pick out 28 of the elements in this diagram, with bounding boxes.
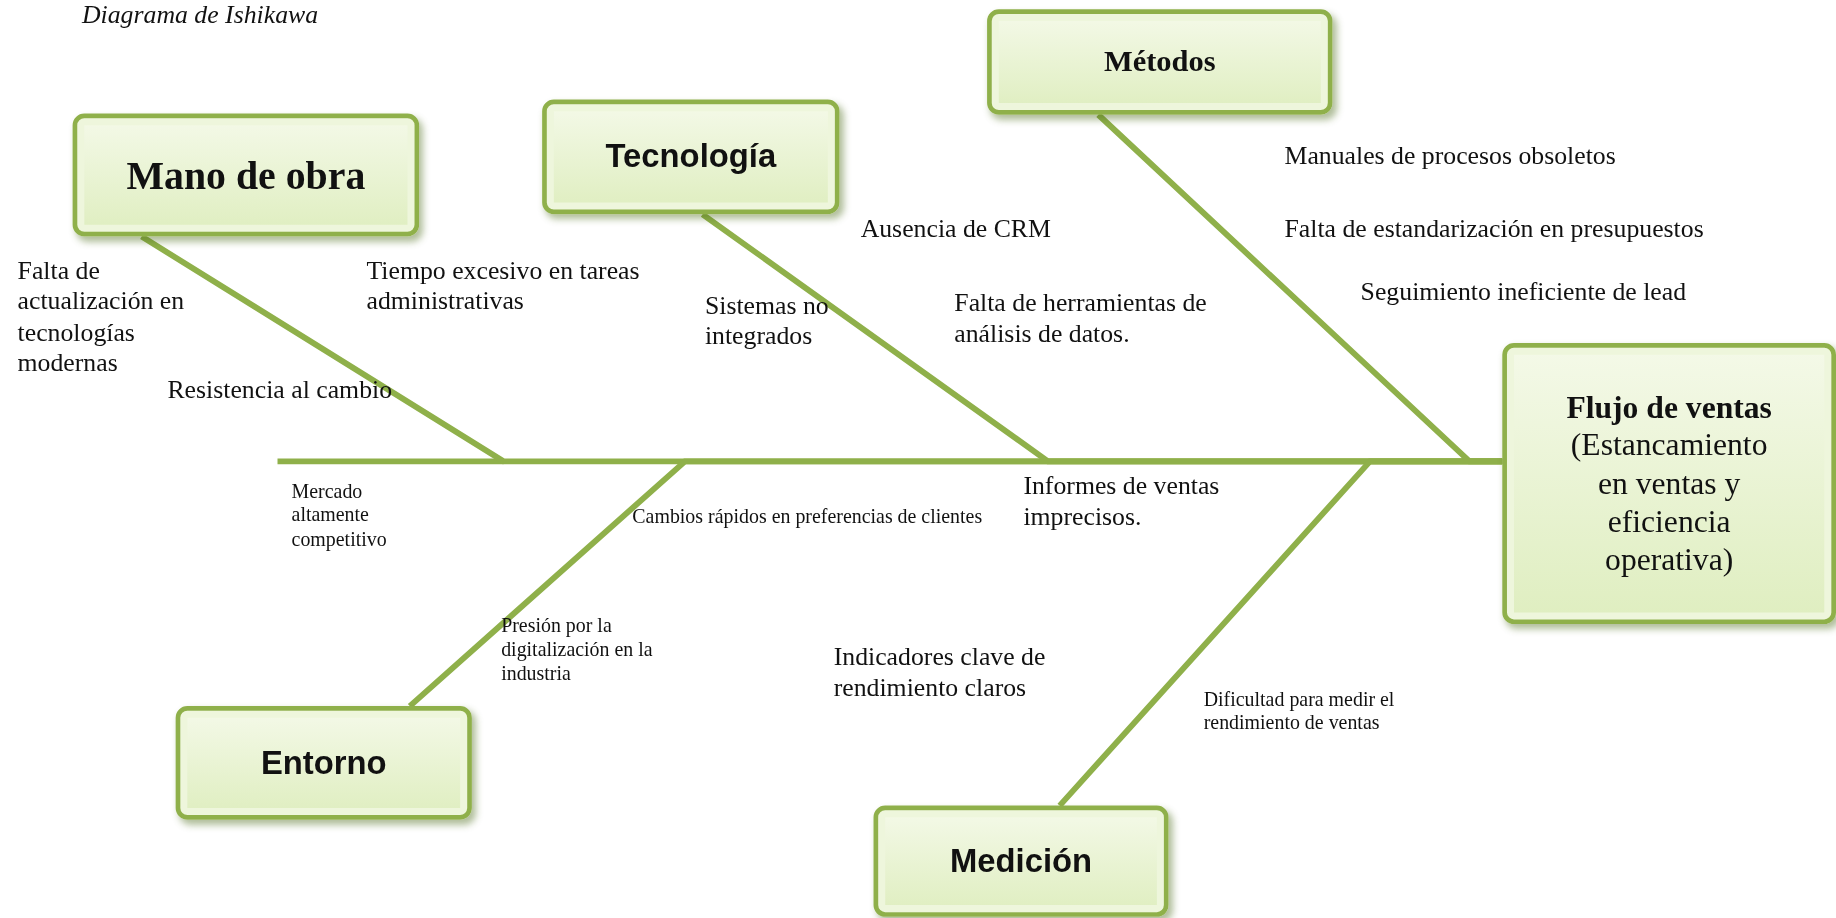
category-box bbox=[873, 805, 1169, 917]
effect-description: (Estancamiento en ventas y eficiencia operativa) bbox=[1569, 426, 1769, 579]
effect-title: Flujo de ventas bbox=[1566, 388, 1772, 427]
category-title: Mano de obra bbox=[126, 152, 366, 198]
cause-text: Ausencia de CRM bbox=[860, 213, 1051, 244]
cause-text: Falta de herramientas de análisis de datos. bbox=[954, 288, 1208, 350]
cause-text: Dificultad para medir el rendimiento de ventas bbox=[1203, 688, 1396, 737]
cause-text: Mercado altamente competitivo bbox=[291, 480, 388, 552]
cause-text: Seguimiento ineficiente de lead bbox=[1360, 276, 1687, 308]
category-title: Medición bbox=[950, 842, 1093, 880]
cause-text: Indicadores clave de rendimiento claros bbox=[833, 641, 1047, 704]
category-box bbox=[72, 113, 420, 237]
category-box bbox=[175, 706, 472, 820]
cause-text: Cambios rápidos en preferencias de clientes bbox=[632, 505, 983, 530]
category-title: Entorno bbox=[260, 744, 387, 782]
diagram-title: Diagrama de Ishikawa bbox=[81, 0, 319, 31]
cause-text: Tiempo excesivo en tareas administrativas bbox=[366, 255, 641, 318]
cause-text: Manuales de procesos obsoletos bbox=[1284, 140, 1616, 172]
category-box bbox=[987, 9, 1333, 115]
category-title: Tecnología bbox=[605, 138, 777, 176]
cause-text: Presión por la digitalización en la industria bbox=[501, 614, 654, 687]
effect-box bbox=[1502, 343, 1836, 625]
cause-text: Informes de ventas imprecisos. bbox=[1023, 470, 1221, 533]
bone-line bbox=[1057, 458, 1503, 808]
category-box bbox=[542, 99, 840, 215]
cause-text: Sistemas no integrados bbox=[704, 290, 830, 353]
cause-text: Falta de estandarización en presupuestos bbox=[1284, 213, 1704, 244]
category-title: Métodos bbox=[1103, 44, 1216, 80]
